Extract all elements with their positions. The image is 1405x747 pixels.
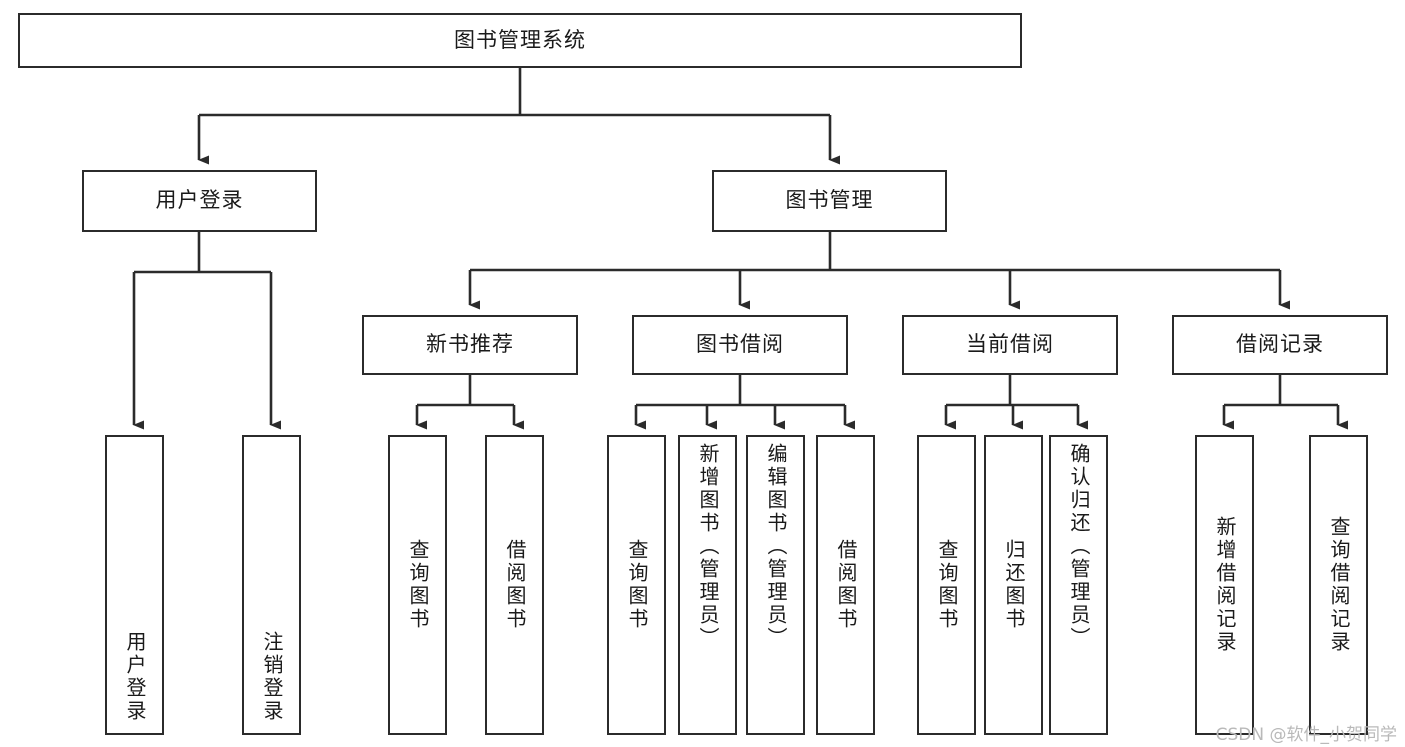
- node-user-login[interactable]: 用户登录: [82, 170, 317, 232]
- node-current-borrow-label: 当前借阅: [966, 332, 1054, 357]
- csdn-watermark: CSDN @软件_小贺同学: [1215, 725, 1397, 745]
- node-leaf-add-record[interactable]: 新增借阅记录: [1195, 435, 1254, 735]
- node-leaf-query-book-2-label: 查询图书: [625, 539, 649, 631]
- node-leaf-edit-book-label: 编辑图书（管理员）: [764, 443, 788, 650]
- node-leaf-user-login-label: 用户登录: [123, 631, 147, 723]
- node-leaf-user-login[interactable]: 用户登录: [105, 435, 164, 735]
- node-leaf-add-record-label: 新增借阅记录: [1213, 516, 1237, 654]
- node-leaf-logout-label: 注销登录: [260, 631, 284, 723]
- node-leaf-return-book[interactable]: 归还图书: [984, 435, 1043, 735]
- node-leaf-confirm-return-label: 确认归还（管理员）: [1067, 443, 1091, 650]
- node-leaf-confirm-return[interactable]: 确认归还（管理员）: [1049, 435, 1108, 735]
- node-leaf-borrow-book-1[interactable]: 借阅图书: [485, 435, 544, 735]
- node-leaf-query-book-3-label: 查询图书: [935, 539, 959, 631]
- node-leaf-borrow-book-2[interactable]: 借阅图书: [816, 435, 875, 735]
- node-borrow-record[interactable]: 借阅记录: [1172, 315, 1388, 375]
- node-leaf-query-record[interactable]: 查询借阅记录: [1309, 435, 1368, 735]
- node-leaf-query-record-label: 查询借阅记录: [1327, 516, 1351, 654]
- node-book-borrow[interactable]: 图书借阅: [632, 315, 848, 375]
- node-root-system[interactable]: 图书管理系统: [18, 13, 1022, 68]
- node-leaf-logout[interactable]: 注销登录: [242, 435, 301, 735]
- node-leaf-borrow-book-1-label: 借阅图书: [503, 539, 527, 631]
- node-leaf-return-book-label: 归还图书: [1002, 539, 1026, 631]
- node-new-book-rec-label: 新书推荐: [426, 332, 514, 357]
- node-book-manage[interactable]: 图书管理: [712, 170, 947, 232]
- node-new-book-rec[interactable]: 新书推荐: [362, 315, 578, 375]
- node-leaf-query-book-3[interactable]: 查询图书: [917, 435, 976, 735]
- node-book-manage-label: 图书管理: [785, 188, 874, 213]
- node-leaf-edit-book[interactable]: 编辑图书（管理员）: [746, 435, 805, 735]
- node-borrow-record-label: 借阅记录: [1236, 332, 1324, 357]
- node-root-system-label: 图书管理系统: [454, 27, 586, 52]
- node-leaf-add-book-label: 新增图书（管理员）: [696, 443, 720, 650]
- node-leaf-add-book[interactable]: 新增图书（管理员）: [678, 435, 737, 735]
- node-user-login-label: 用户登录: [155, 188, 244, 213]
- node-leaf-query-book-1[interactable]: 查询图书: [388, 435, 447, 735]
- node-leaf-query-book-2[interactable]: 查询图书: [607, 435, 666, 735]
- node-current-borrow[interactable]: 当前借阅: [902, 315, 1118, 375]
- node-leaf-query-book-1-label: 查询图书: [406, 539, 430, 631]
- node-book-borrow-label: 图书借阅: [696, 332, 784, 357]
- node-leaf-borrow-book-2-label: 借阅图书: [834, 539, 858, 631]
